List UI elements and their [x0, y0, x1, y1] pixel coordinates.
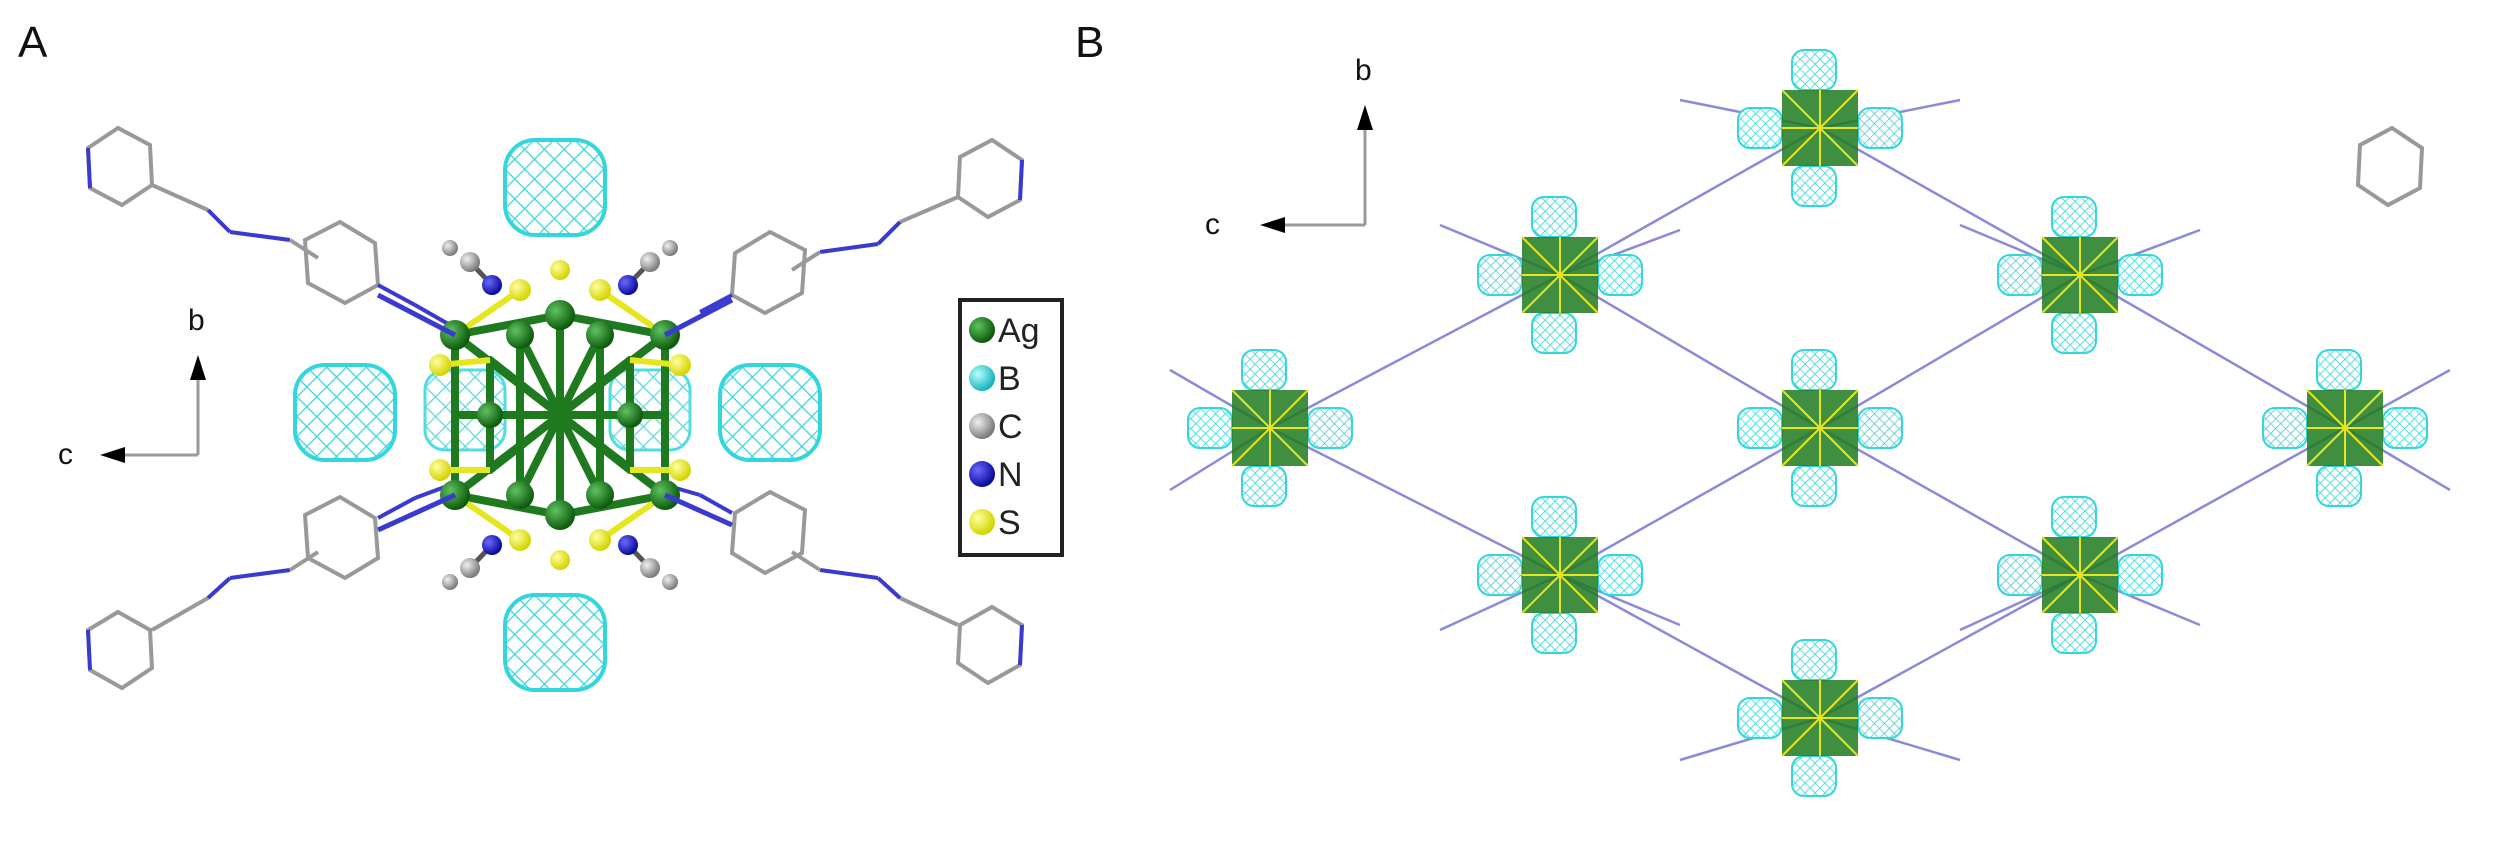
ligand-arms-a: [85, 125, 2425, 691]
panel-b-label: B: [1075, 18, 1105, 67]
cage-left: [293, 363, 397, 462]
cluster-nodes: [1187, 49, 2428, 797]
legend-item-n: N: [969, 456, 1023, 494]
legend-item-b: B: [969, 360, 1021, 398]
legend-label-n: N: [998, 456, 1023, 494]
n-swatch: [969, 461, 995, 487]
legend-label-b: B: [998, 360, 1021, 398]
panel-a-label: A: [18, 18, 48, 67]
axis-indicator-b: b c: [1205, 54, 1373, 241]
legend-label-ag: Ag: [998, 312, 1040, 350]
axis-b-label-b: b: [1355, 54, 1372, 87]
panel-a-structure: b c: [58, 125, 2425, 692]
legend-label-s: S: [998, 504, 1021, 542]
b-swatch: [969, 365, 995, 391]
legend-item-ag: Ag: [969, 312, 1040, 350]
legend: Ag B C N S: [958, 298, 1064, 557]
cluster-node: [1737, 49, 1903, 207]
cluster-node: [1997, 196, 2163, 354]
cluster-node: [1737, 639, 1903, 797]
c-swatch: [969, 413, 995, 439]
cluster-node: [1477, 196, 1643, 354]
cluster-node: [1997, 496, 2163, 654]
legend-item-s: S: [969, 504, 1021, 542]
cage-inner-left: [423, 368, 507, 452]
cage-bottom: [503, 593, 607, 692]
cage-right: [718, 363, 822, 462]
cage-top: [503, 138, 607, 237]
s-swatch: [969, 509, 995, 535]
cluster-node: [1477, 496, 1643, 654]
cluster-node: [1187, 349, 1353, 507]
legend-item-c: C: [969, 408, 1023, 446]
silver-atoms-a: [440, 300, 680, 530]
pyridyl-n-bonds-a: [376, 292, 734, 533]
legend-label-c: C: [998, 408, 1023, 446]
axis-indicator-a: b c: [58, 304, 206, 471]
cluster-node: [1737, 349, 1903, 507]
nitrile-groups-a: [442, 240, 678, 590]
cluster-node: [2262, 349, 2428, 507]
ag-swatch: [969, 317, 995, 343]
axis-c-label-a: c: [58, 438, 73, 471]
axis-c-label-b: c: [1205, 208, 1220, 241]
axis-b-label-a: b: [188, 304, 205, 337]
panel-b-network: b c: [1169, 49, 2451, 797]
